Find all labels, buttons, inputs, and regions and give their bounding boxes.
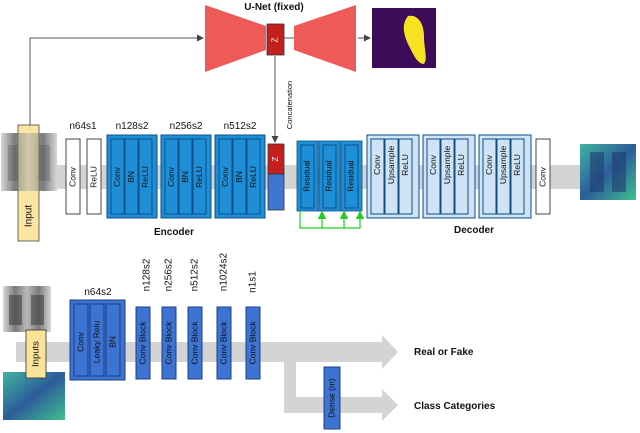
gen-output-conv [535,138,551,215]
disc-block-2-label: Conv Block [163,321,173,365]
gen-first-relu-label: ReLU [88,166,98,188]
encoder-param-2: n256s2 [170,121,203,132]
concatenation-label: Concatenation [285,81,294,129]
disc-bn-label: BN [107,336,117,348]
enc1-conv: Conv [112,166,122,187]
disc-conv-block-5: n1s1 Conv Block [245,271,261,380]
discriminator-group: Inputs n64s2 Conv Leaky Relu BN n128s2 C… [3,252,496,430]
unet-bottleneck-z [266,23,285,56]
disc-conv-block-2: n256s2 Conv Block [161,258,177,380]
disc-block-5-label: Conv Block [247,321,257,365]
enc3-conv: Conv [220,166,230,187]
residual-3-label: Residual [347,160,356,191]
dense-label: Dense (m) [326,378,336,418]
enc3-relu: ReLU [248,166,258,188]
segmentation-mask-image [372,8,436,68]
disc-param-1: n128s2 [142,258,153,291]
decoder-block-2: Conv Upsample ReLU [422,134,476,219]
gen-first-conv-label: Conv [67,166,77,187]
decoder-block-1: Conv Upsample ReLU [366,134,420,219]
enc2-conv: Conv [166,166,176,187]
disc-conv-block-4: n1024s2 Conv Block [216,252,232,380]
decoder-block-3: Conv Upsample ReLU [478,134,532,219]
disc-block-4-label: Conv Block [218,321,228,365]
unet-encoder-trapezoid [205,5,266,72]
residual-1-label: Residual [303,160,312,191]
latent-z-blue [267,173,285,211]
disc-block-3-label: Conv Block [189,321,199,365]
decoder-label: Decoder [454,225,494,236]
disc-param-3: n512s2 [190,258,201,291]
segmentation-mask-shape [403,15,426,64]
latent-z-label: Z [271,156,280,161]
enc3-bn: BN [234,171,244,183]
disc-param-2: n256s2 [164,258,175,291]
disc-block-1-label: Conv Block [137,321,147,365]
disc-conv-block-1: n128s2 Conv Block [135,258,153,380]
unet-z-label: Z [271,37,280,42]
encoder-block-3: n512s2 Conv BN ReLU [214,121,266,219]
unet-decoder-trapezoid [294,5,356,72]
dec2-relu: ReLU [456,154,466,176]
dec2-upsample: Upsample [442,146,452,185]
unet-title: U-Net (fixed) [244,2,303,13]
residual-blocks: Residual Residual Residual [296,140,365,229]
enc2-relu: ReLU [194,166,204,188]
disc-conv-label: Conv [75,331,85,352]
dense-layer [323,366,341,430]
encoder-param-1: n128s2 [116,121,149,132]
gen-param-n64s1: n64s1 [69,121,97,132]
disc-branch-arrow [284,362,398,421]
input-to-unet-arrow [29,34,204,130]
encoder-block-2: n256s2 Conv BN ReLU [160,121,212,219]
enc1-relu: ReLU [140,166,150,188]
disc-param-n64s2: n64s2 [84,287,112,298]
gen-first-conv [65,138,81,215]
disc-input-generated-image [3,372,65,420]
gen-first-relu [86,138,102,215]
generator-group: Input n64s1 Conv ReLU n128s2 Conv BN ReL… [1,121,636,242]
encoder-block-1: n128s2 Conv BN ReLU [106,121,158,219]
inputs-label: Inputs [31,341,42,367]
dec1-upsample: Upsample [386,146,396,185]
dec2-conv: Conv [428,154,438,175]
disc-param-5: n1s1 [248,271,259,293]
enc2-bn: BN [180,171,190,183]
encoder-param-3: n512s2 [224,121,257,132]
enc1-bn: BN [126,171,136,183]
dec3-upsample: Upsample [498,146,508,185]
input-label: Input [24,205,35,227]
output-class-categories: Class Categories [414,401,496,412]
disc-conv-block-3: n512s2 Conv Block [187,258,203,380]
output-real-or-fake: Real or Fake [414,347,474,358]
dec1-relu: ReLU [400,154,410,176]
residual-2-label: Residual [325,160,334,191]
dec3-relu: ReLU [512,154,522,176]
dec1-conv: Conv [372,154,382,175]
dec3-conv: Conv [484,154,494,175]
gen-output-conv-label: Conv [537,166,547,187]
disc-leaky-relu-label: Leaky Relu [91,320,101,363]
inputs-box [25,329,47,379]
disc-param-4: n1024s2 [219,252,230,291]
unet-group: U-Net (fixed) Z [205,2,436,72]
encoder-label: Encoder [154,227,194,238]
generated-output-image [580,144,636,200]
